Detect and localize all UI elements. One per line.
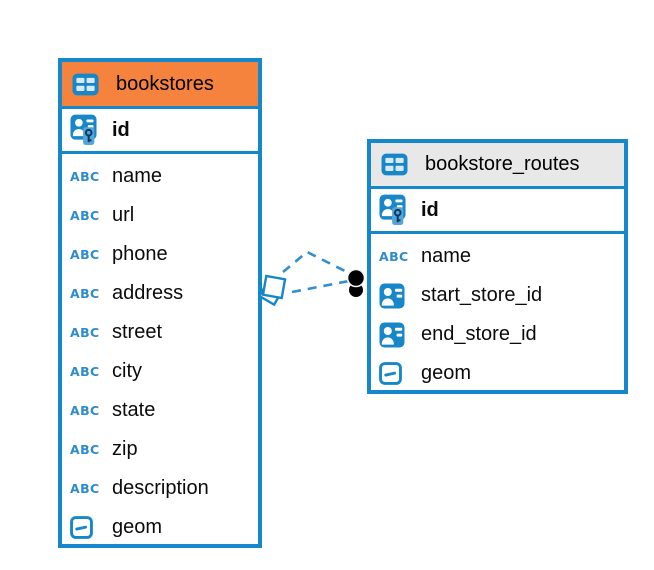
- text-type-icon: ABC: [70, 208, 100, 223]
- field-list: ABC name start_store_id end_store_id geo…: [371, 234, 624, 393]
- field-row[interactable]: ABC name: [62, 157, 258, 196]
- field-row[interactable]: ABC url: [62, 196, 258, 235]
- text-type-icon: ABC: [70, 481, 100, 496]
- field-row[interactable]: start_store_id: [371, 276, 624, 315]
- connector-endpoint-dot[interactable]: [349, 283, 363, 297]
- field-name: address: [112, 282, 184, 304]
- connector-line-upper[interactable]: [282, 250, 350, 275]
- field-name: geom: [421, 362, 472, 384]
- field-row[interactable]: geom: [371, 354, 624, 393]
- text-type-icon: ABC: [379, 249, 409, 264]
- field-name: geom: [112, 516, 163, 538]
- table-name: bookstore_routes: [425, 153, 580, 175]
- table-header[interactable]: bookstores: [62, 62, 258, 109]
- field-list: ABC name ABC url ABC phone ABC address A…: [62, 154, 258, 547]
- many-cardinality-symbol[interactable]: [257, 274, 287, 307]
- field-row[interactable]: ABC zip: [62, 430, 258, 469]
- field-name: id: [112, 118, 130, 141]
- text-type-icon: ABC: [70, 286, 100, 301]
- field-row[interactable]: ABC phone: [62, 235, 258, 274]
- field-row[interactable]: ABC state: [62, 391, 258, 430]
- field-row[interactable]: end_store_id: [371, 315, 624, 354]
- field-name: state: [112, 399, 156, 421]
- table-name: bookstores: [116, 72, 214, 95]
- text-type-icon: ABC: [70, 247, 100, 262]
- primary-key-row[interactable]: id: [371, 189, 624, 234]
- field-name: zip: [112, 438, 138, 460]
- field-name: description: [112, 477, 209, 499]
- primary-key-icon: [379, 194, 413, 226]
- field-row[interactable]: geom: [62, 508, 258, 547]
- field-row[interactable]: ABC address: [62, 274, 258, 313]
- text-type-icon: ABC: [70, 442, 100, 457]
- text-type-icon: ABC: [70, 364, 100, 379]
- text-type-icon: ABC: [70, 403, 100, 418]
- connector-endpoint-dot[interactable]: [346, 268, 366, 288]
- foreign-key-icon: [379, 283, 413, 309]
- geometry-type-icon: [379, 362, 413, 385]
- field-name: phone: [112, 243, 168, 265]
- text-type-icon: ABC: [70, 169, 100, 184]
- entity-table-bookstore-routes[interactable]: bookstore_routes id ABC name start_store…: [367, 139, 628, 394]
- field-row[interactable]: ABC name: [371, 237, 624, 276]
- field-name: name: [421, 245, 472, 267]
- field-name: name: [112, 165, 163, 187]
- field-row[interactable]: ABC description: [62, 469, 258, 508]
- geometry-type-icon: [70, 516, 104, 539]
- primary-key-icon: [70, 114, 104, 146]
- foreign-key-icon: [379, 322, 413, 348]
- field-name: street: [112, 321, 163, 343]
- primary-key-row[interactable]: id: [62, 109, 258, 154]
- field-name: url: [112, 204, 135, 226]
- table-icon: [381, 153, 415, 176]
- connector-line-lower[interactable]: [291, 279, 350, 294]
- table-icon: [72, 73, 106, 96]
- entity-table-bookstores[interactable]: bookstores id ABC name ABC url ABC phone…: [58, 58, 262, 548]
- field-name: city: [112, 360, 142, 382]
- field-row[interactable]: ABC city: [62, 352, 258, 391]
- field-row[interactable]: ABC street: [62, 313, 258, 352]
- table-header[interactable]: bookstore_routes: [371, 143, 624, 189]
- field-name: end_store_id: [421, 323, 537, 345]
- text-type-icon: ABC: [70, 325, 100, 340]
- field-name: start_store_id: [421, 284, 543, 306]
- field-name: id: [421, 198, 439, 221]
